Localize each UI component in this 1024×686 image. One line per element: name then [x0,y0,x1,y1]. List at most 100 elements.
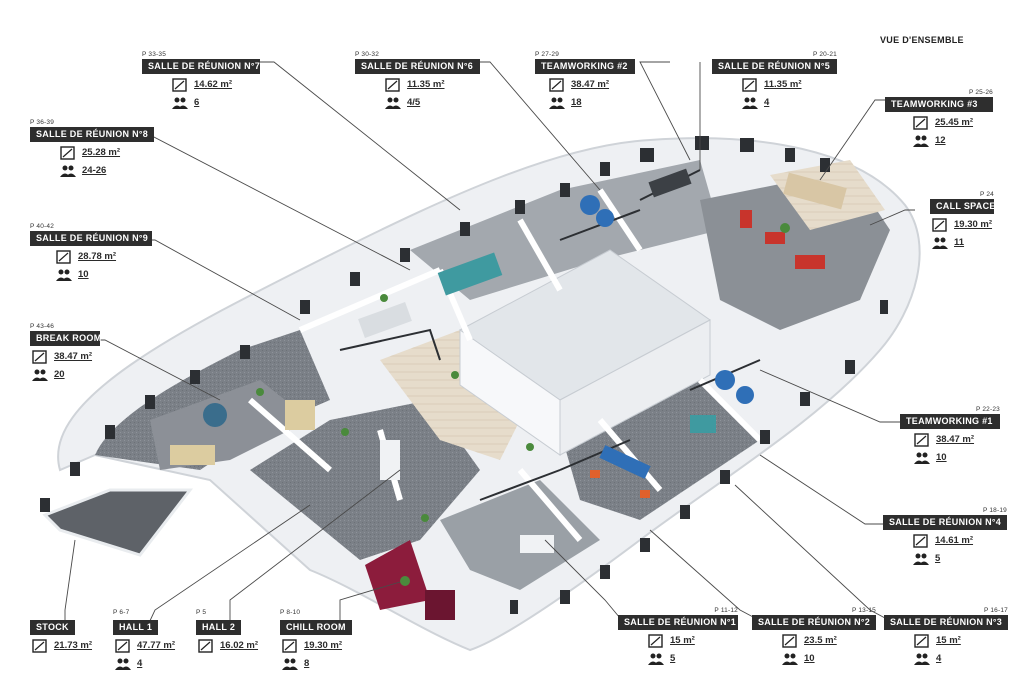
area-value: 15 m² [670,635,695,646]
people-icon [56,269,72,281]
people-icon [913,135,929,147]
room-label: SALLE DE RÉUNION N°4 [883,515,1007,530]
people-icon [115,658,131,670]
area-icon [198,638,213,653]
area-value: 11.35 m² [764,79,802,90]
people-icon [282,658,298,670]
callout-reunion5: P 20-21 SALLE DE RÉUNION N°5 11.35 m² 4 [712,50,837,110]
people-icon [913,553,929,565]
seats-value: 5 [670,653,676,664]
room-label: CHILL ROOM [280,620,352,635]
page-ref: P 25-26 [968,89,993,96]
page-ref: P 11-12 [714,607,738,614]
area-value: 15 m² [936,635,961,646]
page-ref: P 40-42 [30,223,55,230]
floor-corridor [380,330,520,460]
area-value: 25.45 m² [935,117,974,128]
area-stat: 28.78 m² [56,249,152,264]
area-icon [914,432,929,447]
windows [40,136,888,614]
page-ref: P 13-15 [851,607,876,614]
area-icon [932,217,947,232]
area-stat: 47.77 m² [115,638,185,653]
callout-teamworking2: P 27-29 TEAMWORKING #2 38.47 m² 18 [535,50,635,110]
area-stat: 38.47 m² [914,432,1000,447]
room-label: SALLE DE RÉUNION N°7 [142,59,260,74]
page-ref: P 20-21 [812,51,837,58]
seats-value: 4 [936,653,942,664]
callout-callspace: P 24 CALL SPACE 19.30 m² 11 [930,190,995,250]
page-ref: P 27-29 [535,51,560,58]
seats-stat: 11 [932,235,994,250]
seats-stat: 20 [32,367,100,382]
furniture [170,168,847,620]
area-icon [913,533,928,548]
area-value: 11.35 m² [407,79,445,90]
callout-hall2: P 5 HALL 2 16.02 m² [196,608,268,653]
seats-stat: 24-26 [60,163,154,178]
area-icon [60,145,75,160]
seats-value: 24-26 [82,165,107,176]
people-icon [914,653,930,665]
page-ref: P 33-35 [142,51,167,58]
callout-reunion7: P 33-35 SALLE DE RÉUNION N°7 14.62 m² 6 [142,50,260,110]
callout-reunion6: P 30-32 SALLE DE RÉUNION N°6 11.35 m² 4/… [355,50,480,110]
page-ref: P 6-7 [113,609,130,616]
area-icon [32,638,47,653]
room-label: TEAMWORKING #1 [900,414,1000,429]
seats-value: 10 [936,452,947,463]
area-value: 38.47 m² [54,351,93,362]
overview-label: VUE D'ENSEMBLE [880,35,964,45]
seats-value: 11 [954,237,965,248]
area-value: 38.47 m² [571,79,610,90]
central-core-front [559,319,711,456]
room-label: SALLE DE RÉUNION N°8 [30,127,154,142]
room-label: TEAMWORKING #2 [535,59,635,74]
page-ref: P 36-39 [30,119,55,126]
seats-value: 10 [78,269,89,280]
area-icon [913,115,928,130]
seats-value: 6 [194,97,200,108]
room-label: SALLE DE RÉUNION N°3 [884,615,1008,630]
seats-stat: 4/5 [385,95,480,110]
callout-reunion9: P 40-42 SALLE DE RÉUNION N°9 28.78 m² 10 [30,222,152,282]
people-icon [385,97,401,109]
area-value: 16.02 m² [220,640,259,651]
area-stat: 21.73 m² [32,638,100,653]
people-icon [742,97,758,109]
area-value: 25.28 m² [82,147,121,158]
area-icon [56,249,71,264]
area-stat: 14.62 m² [172,77,260,92]
callout-reunion3: P 16-17 SALLE DE RÉUNION N°3 15 m² 4 [884,606,1008,666]
people-icon [648,653,664,665]
seats-stat: 4 [914,651,1008,666]
people-icon [60,165,76,177]
seats-value: 4/5 [407,97,421,108]
room-label: SALLE DE RÉUNION N°9 [30,231,152,246]
area-stat: 11.35 m² [385,77,480,92]
area-icon [648,633,663,648]
area-stat: 38.47 m² [549,77,635,92]
room-label: BREAK ROOM [30,331,101,346]
seats-stat: 18 [549,95,635,110]
seats-value: 12 [935,135,946,146]
seats-stat: 10 [914,450,1000,465]
area-stat: 14.61 m² [913,533,1007,548]
callout-hall1: P 6-7 HALL 1 47.77 m² 4 [113,608,185,671]
people-icon [782,653,798,665]
seats-value: 10 [804,653,815,664]
area-value: 47.77 m² [137,640,176,651]
area-value: 14.61 m² [935,535,974,546]
people-icon [32,369,48,381]
seats-stat: 10 [782,651,876,666]
room-label: TEAMWORKING #3 [885,97,993,112]
seats-stat: 6 [172,95,260,110]
callout-reunion8: P 36-39 SALLE DE RÉUNION N°8 25.28 m² 24… [30,118,154,178]
callout-breakroom: P 43-46 BREAK ROOM 38.47 m² 20 [30,322,101,382]
seats-value: 20 [54,369,65,380]
area-value: 14.62 m² [194,79,233,90]
page-ref: P 18-19 [982,507,1007,514]
page-ref [30,608,100,617]
callout-teamworking1: P 22-23 TEAMWORKING #1 38.47 m² 10 [900,405,1000,465]
area-icon [549,77,564,92]
